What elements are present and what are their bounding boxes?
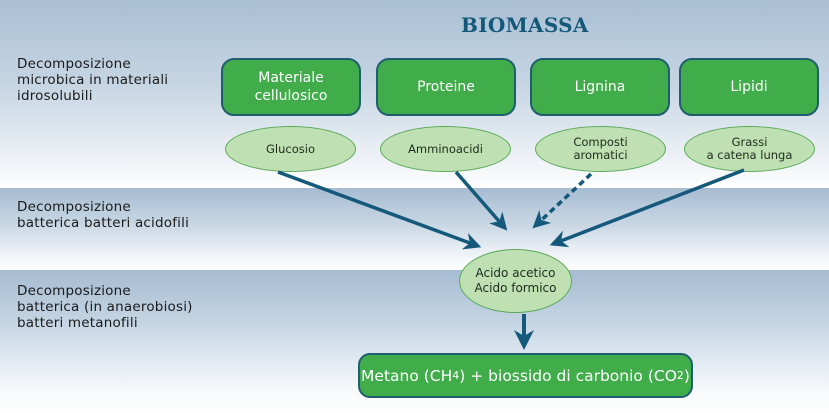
ellipse-label: Amminoacidi (408, 141, 483, 156)
source-box-lignin: Lignina (530, 58, 670, 116)
ch4-subscript: 4 (452, 369, 460, 382)
ellipse-glucose: Glucosio (225, 126, 356, 172)
source-box-proteins: Proteine (376, 58, 516, 116)
stage-label-line: batterica batteri acidofili (17, 215, 190, 231)
source-box-cellulose: Materiale cellulosico (221, 58, 361, 116)
stage-label-line: Decomposizione (17, 283, 131, 299)
box-label: Lignina (574, 79, 626, 95)
box-label: cellulosico (254, 88, 328, 104)
ellipse-label: Acido acetico (475, 266, 556, 280)
box-label: Materiale (258, 70, 324, 86)
co2-subscript: 2 (676, 369, 684, 382)
stage-band-2 (0, 188, 829, 270)
stage-label-methanogenic: Decomposizione batterica (in anaerobiosi… (17, 283, 193, 331)
arrow-aromatics-to-acids-dashed (532, 172, 593, 229)
ellipse-aromatic-compounds: Composti aromatici (535, 126, 666, 172)
arrow-glucose-to-acids (277, 170, 482, 250)
stage-label-line: idrosolubili (17, 88, 93, 104)
arrow-amino-acids-to-acids (454, 170, 508, 231)
product-text: ) + biossido di carbonio (CO (459, 366, 677, 385)
ellipse-label: aromatici (573, 148, 628, 162)
stage-label-line: batteri metanofili (17, 315, 138, 331)
ellipse-label: a catena lunga (706, 148, 793, 162)
stage-label-line: batterica (in anaerobiosi) (17, 299, 193, 315)
stage-label-line: microbica in materiali (17, 72, 169, 88)
ellipse-long-chain-fats: Grassi a catena lunga (684, 126, 815, 172)
stage-label-line: Decomposizione (17, 56, 131, 72)
box-label: Proteine (417, 79, 475, 95)
box-label: Lipidi (730, 79, 768, 95)
ellipse-label: Acido formico (474, 281, 557, 295)
product-text: ) (683, 366, 690, 385)
ellipse-label: Grassi (731, 135, 768, 149)
diagram-title: BIOMASSA (461, 13, 589, 37)
stage-label-microbial: Decomposizione microbica in materiali id… (17, 56, 168, 104)
stage-label-acidophilic: Decomposizione batterica batteri acidofi… (17, 199, 189, 231)
arrow-fats-to-acids (549, 168, 745, 248)
product-text: Metano (CH (361, 366, 453, 385)
ellipse-label: Composti (573, 135, 628, 149)
ellipse-label: Glucosio (266, 141, 315, 156)
ellipse-acetic-formic-acid: Acido acetico Acido formico (459, 249, 572, 313)
stage-label-line: Decomposizione (17, 199, 131, 215)
ellipse-amino-acids: Amminoacidi (380, 126, 511, 172)
source-box-lipids: Lipidi (679, 58, 819, 116)
